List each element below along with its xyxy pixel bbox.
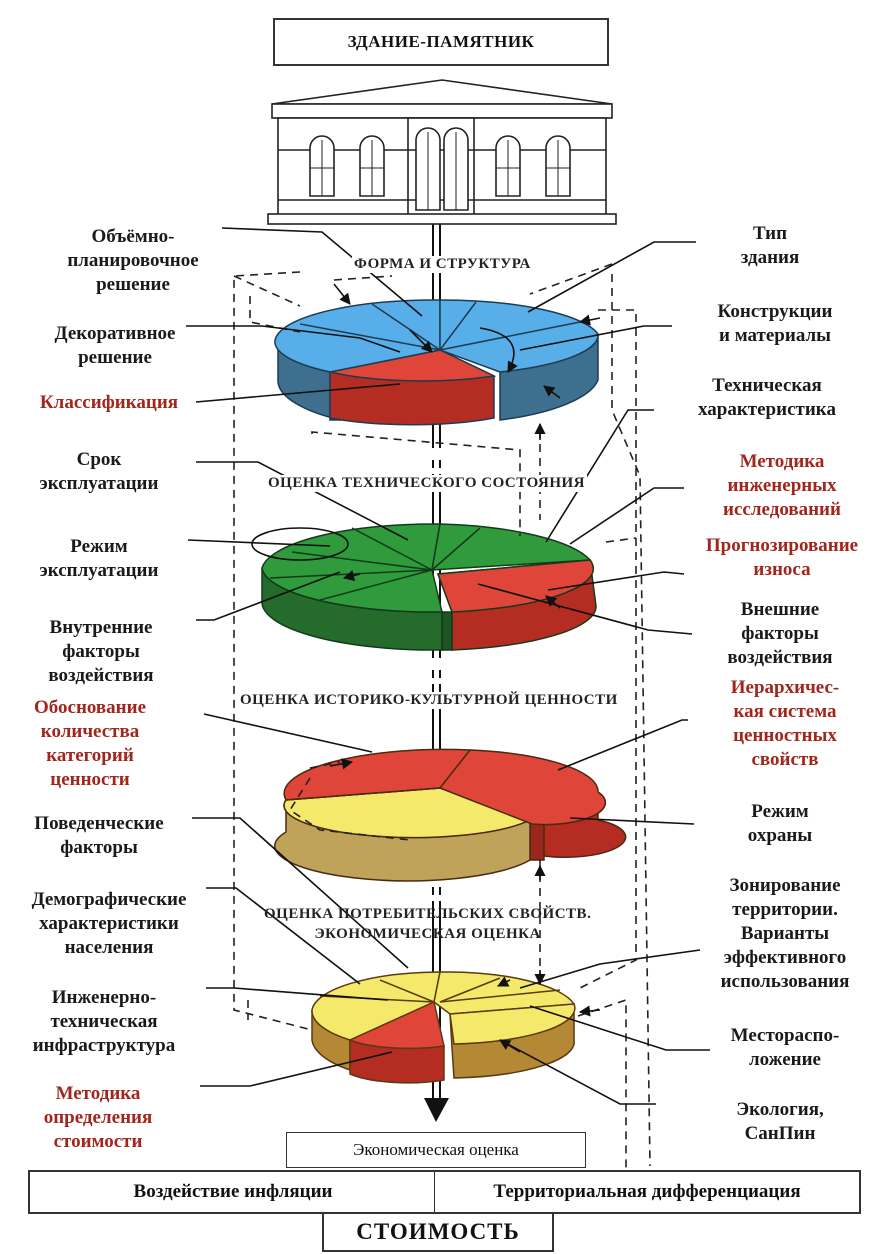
inflation-box: Воздействие инфляции (28, 1170, 437, 1214)
label-zoning: Зонирование территории. Варианты эффекти… (720, 875, 850, 992)
pie-form-structure (274, 299, 599, 426)
stage-title-history: ОЦЕНКА ИСТОРИКО-КУЛЬТУРНОЙ ЦЕННОСТИ (238, 692, 620, 709)
label-service-life: Срок эксплуатации (39, 449, 159, 494)
label-volume-planning: Объёмно- планировочное решение (67, 226, 199, 295)
label-behavioral-factors: Поведенческие факторы (34, 813, 164, 858)
label-building-type: Тип здания (740, 223, 800, 268)
inflation-label: Воздействие инфляции (133, 1181, 333, 1202)
pie-consumer-economic (311, 971, 576, 1084)
label-value-hierarchy: Иерархичес- кая система ценностных свойс… (730, 677, 840, 770)
label-tech-characteristics: Техническая характеристика (698, 375, 836, 420)
label-external-factors: Внешние факторы воздействия (727, 599, 833, 668)
economic-assessment-box: Экономическая оценка (286, 1132, 586, 1168)
leader-lines (186, 227, 710, 1105)
economic-assessment-label: Экономическая оценка (353, 1140, 519, 1159)
label-decorative: Декоративное решение (54, 323, 176, 368)
label-infrastructure: Инженерно- техническая инфраструктура (32, 987, 176, 1056)
territorial-box: Территориальная дифференциация (434, 1170, 861, 1214)
stage-title-form: ФОРМА И СТРУКТУРА (352, 256, 533, 273)
label-internal-factors: Внутренние факторы воздействия (48, 617, 154, 686)
label-location: Местораспо- ложение (730, 1025, 840, 1070)
stage-title-consumer: ОЦЕНКА ПОТРЕБИТЕЛЬСКИХ СВОЙСТВ. ЭКОНОМИЧ… (264, 906, 592, 942)
cost-box: СТОИМОСТЬ (322, 1212, 554, 1252)
label-cost-method: Методика определения стоимости (43, 1083, 153, 1152)
header-title: ЗДАНИЕ-ПАМЯТНИК (347, 32, 535, 51)
label-engineering-methods: Методика инженерных исследований (723, 451, 841, 520)
axis-arrow-head (424, 1098, 449, 1122)
territorial-label: Территориальная дифференциация (493, 1181, 801, 1202)
label-classification: Классификация (39, 392, 179, 413)
building-icon (267, 79, 617, 225)
label-demographic: Демографические характеристики населения (31, 889, 187, 958)
arrow-heads (329, 283, 601, 1053)
label-value-categories: Обоснование количества категорий ценност… (33, 697, 147, 790)
label-protection-mode: Режим охраны (747, 801, 813, 846)
label-operation-mode: Режим эксплуатации (39, 536, 159, 581)
pie-technical-state (261, 523, 597, 651)
label-constructions: Конструкции и материалы (717, 301, 833, 346)
stage-title-tech: ОЦЕНКА ТЕХНИЧЕСКОГО СОСТОЯНИЯ (266, 475, 587, 492)
pie-historic-value (274, 748, 627, 882)
cost-label: СТОИМОСТЬ (356, 1219, 520, 1244)
header-box: ЗДАНИЕ-ПАМЯТНИК (273, 18, 609, 66)
rotation-loop (251, 527, 349, 561)
label-ecology: Экология, СанПин (736, 1099, 824, 1144)
label-wear-forecast: Прогнозирование износа (705, 535, 859, 580)
